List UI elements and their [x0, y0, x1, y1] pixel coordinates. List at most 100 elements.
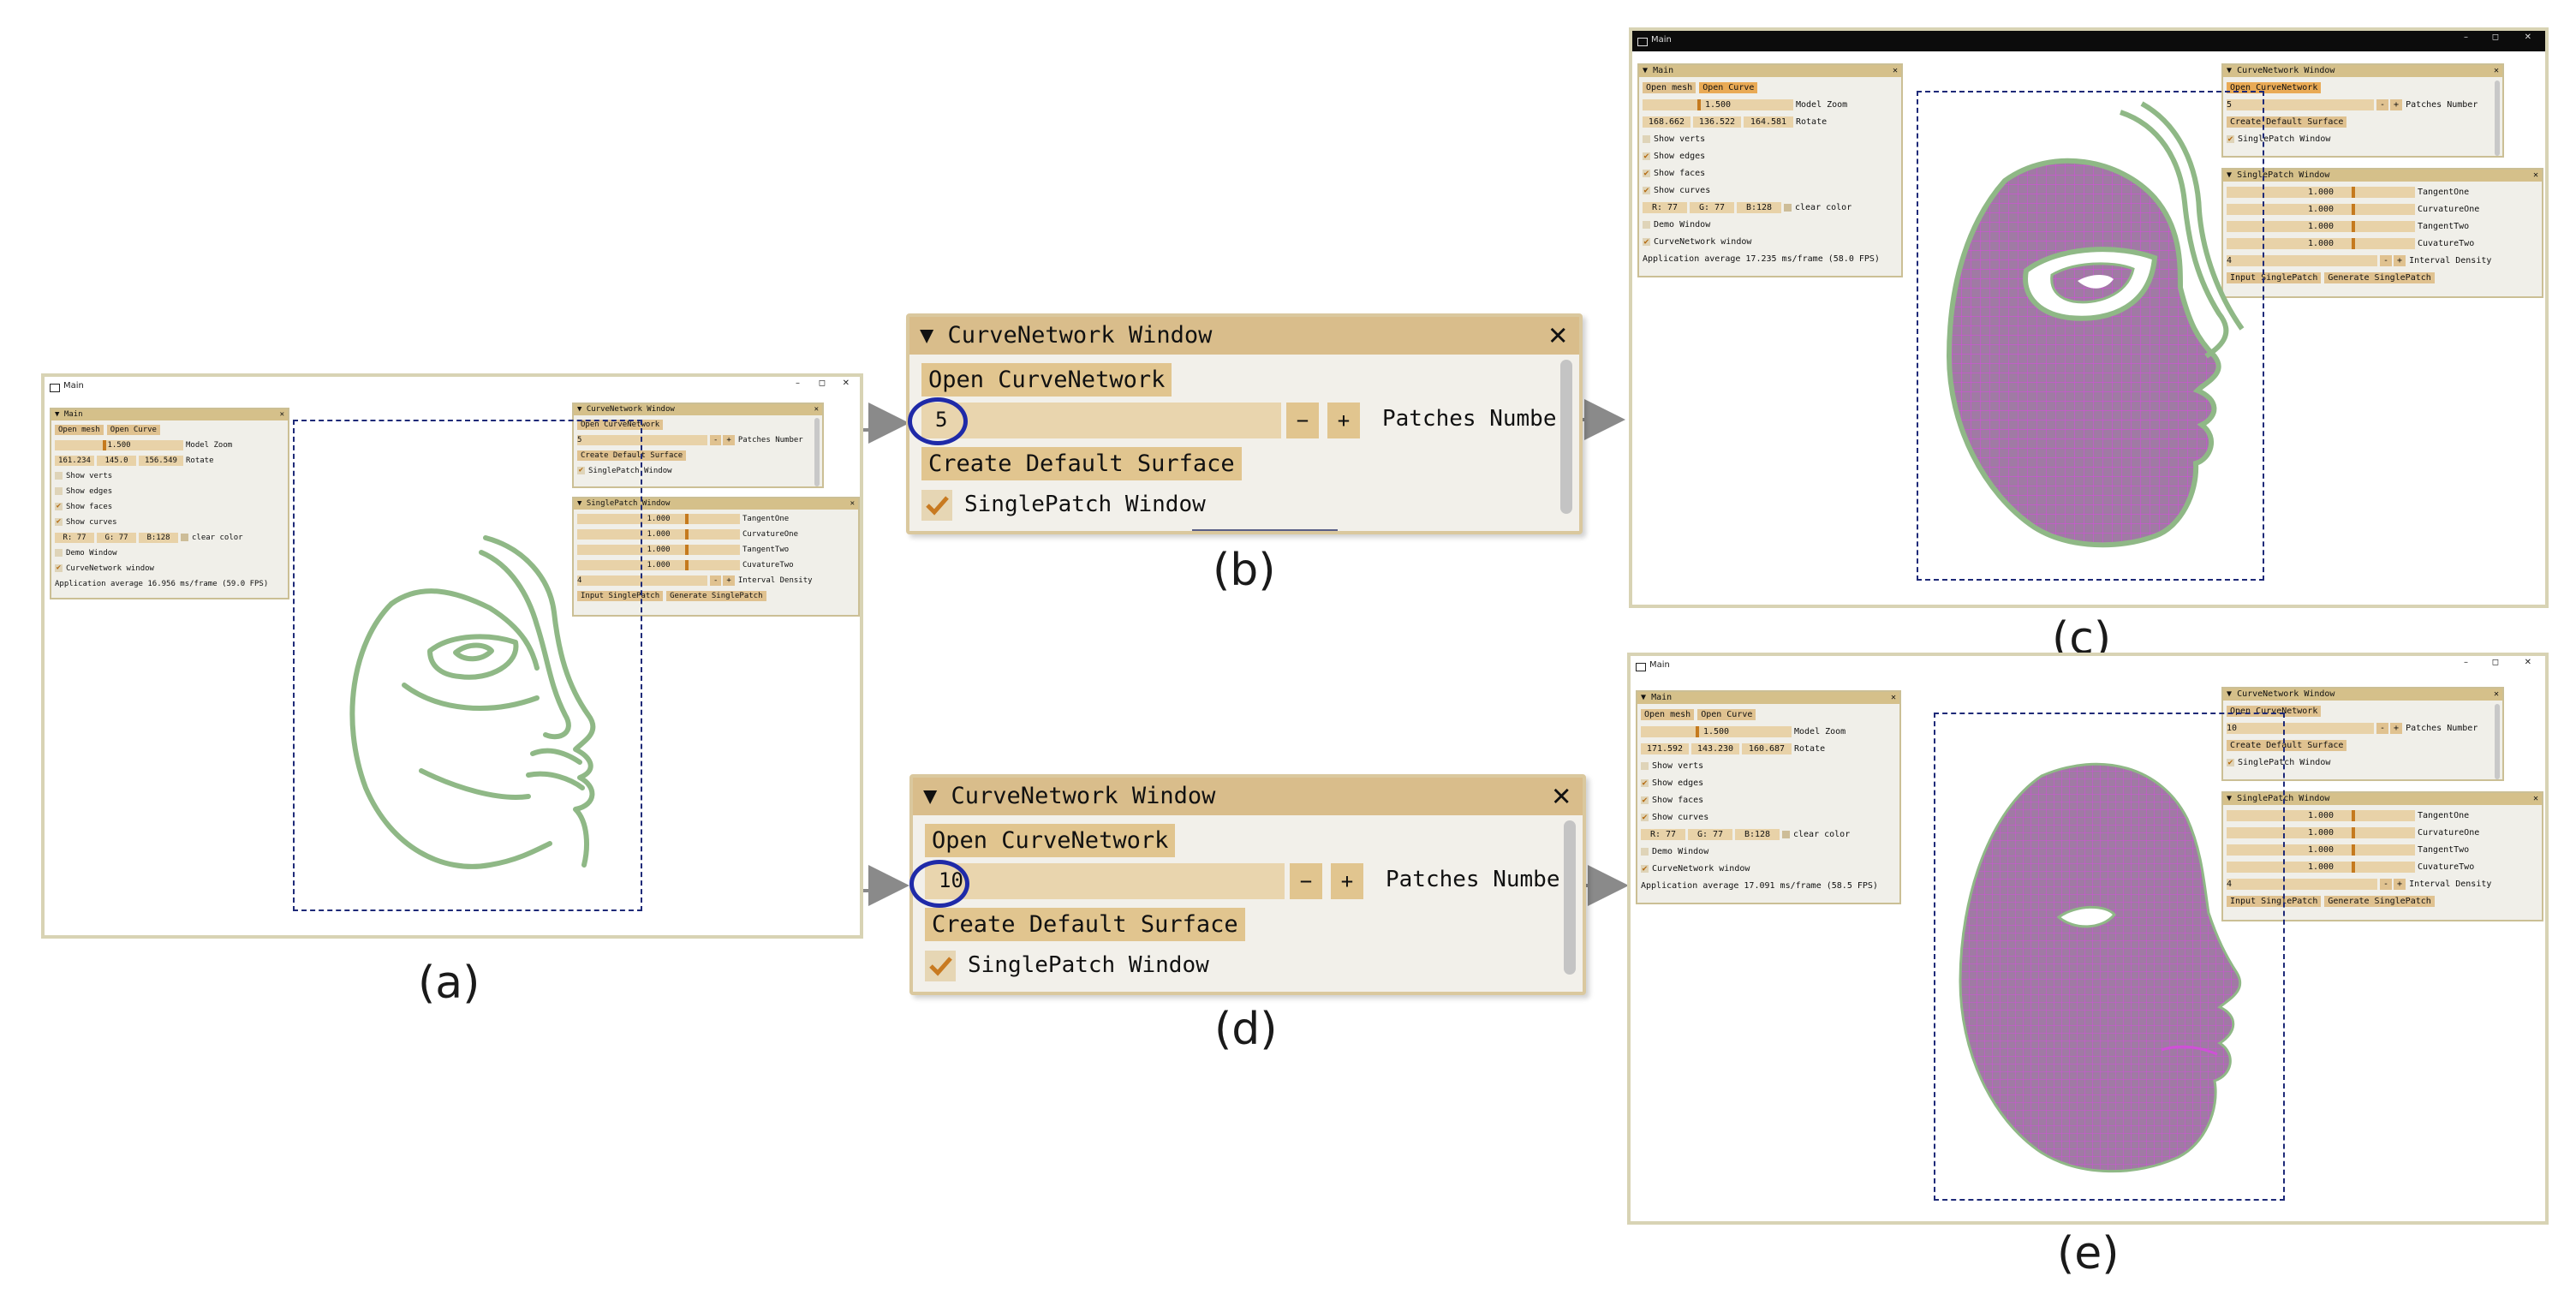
close-icon[interactable]: ✕: [1892, 66, 1898, 75]
show-edges-checkbox[interactable]: [55, 487, 63, 495]
rotate-y-field[interactable]: 145.0: [97, 456, 136, 466]
minimize-icon[interactable]: –: [2464, 33, 2468, 42]
minimize-icon[interactable]: –: [2464, 658, 2468, 667]
close-window-icon[interactable]: ✕: [2524, 33, 2531, 42]
collapse-icon[interactable]: ▼: [577, 499, 582, 508]
rotate-y-field[interactable]: 136.522: [1693, 116, 1741, 128]
open-mesh-button[interactable]: Open mesh: [1643, 82, 1696, 93]
maximize-icon[interactable]: ◻: [2491, 658, 2499, 667]
demo-window-checkbox[interactable]: [1641, 847, 1649, 856]
patches-number-input[interactable]: 5: [577, 435, 707, 445]
singlepatch-window-checkbox[interactable]: [925, 951, 956, 981]
show-faces-checkbox[interactable]: ✔: [1641, 795, 1649, 805]
close-window-icon[interactable]: ✕: [2524, 658, 2531, 667]
create-default-surface-button[interactable]: Create Default Surface: [921, 447, 1242, 480]
color-r-field[interactable]: R: 77: [55, 533, 94, 543]
interval-density-input[interactable]: 4: [577, 575, 707, 586]
create-default-surface-button[interactable]: Create Default Surface: [577, 450, 687, 461]
patches-number-input[interactable]: 10: [2227, 723, 2374, 734]
collapse-icon[interactable]: ▼: [55, 410, 60, 419]
curvenetwork-window-checkbox[interactable]: ✔: [1641, 863, 1649, 874]
patches-number-input[interactable]: 5: [921, 403, 1281, 438]
singlepatch-window-checkbox[interactable]: ✔: [577, 466, 585, 474]
rotate-x-field[interactable]: 161.234: [55, 456, 94, 466]
collapse-icon[interactable]: ▼: [577, 405, 582, 414]
density-minus-button[interactable]: -: [2380, 879, 2393, 890]
rotate-x-field[interactable]: 171.592: [1641, 743, 1689, 754]
collapse-icon[interactable]: ▼: [2227, 170, 2233, 180]
create-default-surface-button[interactable]: Create Default Surface: [2227, 740, 2347, 751]
density-plus-button[interactable]: +: [2394, 879, 2406, 890]
scrollbar[interactable]: [1560, 360, 1572, 514]
tangent-one-slider[interactable]: 1.000: [577, 514, 740, 524]
patches-minus-button[interactable]: -: [2376, 99, 2389, 110]
density-minus-button[interactable]: -: [2380, 255, 2393, 266]
close-icon[interactable]: ✕: [2493, 689, 2499, 699]
show-verts-checkbox[interactable]: [1641, 761, 1649, 770]
zoom-slider[interactable]: 1.500: [1641, 726, 1792, 737]
close-window-icon[interactable]: ✕: [842, 379, 850, 388]
interval-density-input[interactable]: 4: [2227, 255, 2377, 266]
create-default-surface-button[interactable]: Create Default Surface: [925, 908, 1245, 941]
singlepatch-window-checkbox[interactable]: ✔: [2227, 757, 2234, 767]
density-minus-button[interactable]: -: [710, 575, 722, 586]
open-mesh-button[interactable]: Open mesh: [55, 425, 104, 435]
minimize-icon[interactable]: –: [796, 379, 800, 388]
close-icon[interactable]: ✕: [1552, 778, 1571, 813]
close-icon[interactable]: ✕: [814, 405, 819, 414]
patches-minus-button[interactable]: -: [710, 435, 722, 445]
open-curve-button[interactable]: Open Curve: [1697, 709, 1756, 720]
scrollbar[interactable]: [2495, 81, 2500, 156]
patches-plus-button[interactable]: +: [2390, 723, 2403, 734]
collapse-icon[interactable]: ▼: [1643, 66, 1649, 75]
open-curvenetwork-button[interactable]: Open CurveNetwork: [925, 824, 1176, 857]
close-icon[interactable]: ✕: [2532, 794, 2538, 803]
tangent-two-slider[interactable]: 1.000: [2227, 221, 2415, 232]
open-curvenetwork-button[interactable]: Open CurveNetwork: [921, 363, 1172, 397]
demo-window-checkbox[interactable]: [1643, 220, 1650, 229]
open-curve-button[interactable]: Open Curve: [106, 425, 160, 435]
clear-color-swatch[interactable]: [1784, 203, 1792, 212]
tangent-one-slider[interactable]: 1.000: [2227, 187, 2415, 198]
interval-density-input[interactable]: 4: [2227, 879, 2377, 890]
close-icon[interactable]: ✕: [2532, 170, 2538, 180]
patches-number-input[interactable]: 10: [925, 863, 1285, 899]
show-verts-checkbox[interactable]: [55, 472, 63, 480]
patches-plus-button[interactable]: +: [2390, 99, 2403, 110]
generate-singlepatch-button[interactable]: Generate SinglePatch: [2324, 896, 2435, 907]
show-edges-checkbox[interactable]: ✔: [1641, 778, 1649, 788]
rotate-z-field[interactable]: 156.549: [139, 456, 183, 466]
show-faces-checkbox[interactable]: ✔: [55, 502, 63, 510]
patches-minus-button[interactable]: −: [1290, 863, 1322, 899]
show-verts-checkbox[interactable]: [1643, 134, 1650, 143]
rotate-x-field[interactable]: 168.662: [1643, 116, 1690, 128]
collapse-icon[interactable]: ▼: [2227, 66, 2233, 75]
open-curve-button[interactable]: Open Curve: [1699, 82, 1758, 93]
color-g-field[interactable]: G: 77: [1688, 829, 1732, 840]
clear-color-swatch[interactable]: [181, 534, 188, 541]
close-icon[interactable]: ✕: [1548, 317, 1567, 352]
color-b-field[interactable]: B:128: [1737, 202, 1781, 213]
curvature-one-slider[interactable]: 1.000: [2227, 204, 2415, 215]
curvature-two-slider[interactable]: 1.000: [2227, 238, 2415, 249]
rotate-z-field[interactable]: 164.581: [1744, 116, 1793, 128]
singlepatch-window-checkbox[interactable]: [921, 490, 952, 521]
horizontal-scrollbar[interactable]: [1192, 529, 1338, 531]
density-plus-button[interactable]: +: [2394, 255, 2406, 266]
generate-singlepatch-button[interactable]: Generate SinglePatch: [666, 591, 766, 601]
color-g-field[interactable]: G: 77: [1690, 202, 1734, 213]
show-curves-checkbox[interactable]: ✔: [1643, 185, 1650, 195]
open-curvenetwork-button[interactable]: Open CurveNetwork: [2227, 82, 2322, 93]
patches-plus-button[interactable]: +: [1327, 403, 1360, 438]
create-default-surface-button[interactable]: Create Default Surface: [2227, 116, 2347, 128]
curvenetwork-window-checkbox[interactable]: ✔: [55, 564, 63, 572]
curvature-one-slider[interactable]: 1.000: [577, 529, 740, 540]
show-faces-checkbox[interactable]: ✔: [1643, 168, 1650, 178]
collapse-icon[interactable]: ▼: [920, 322, 934, 349]
close-icon[interactable]: ✕: [850, 499, 855, 508]
zoom-slider[interactable]: 1.500: [1643, 99, 1793, 110]
patches-minus-button[interactable]: -: [2376, 723, 2389, 734]
collapse-icon[interactable]: ▼: [1641, 693, 1647, 702]
curvenetwork-window-checkbox[interactable]: ✔: [1643, 236, 1650, 247]
maximize-icon[interactable]: ◻: [818, 379, 826, 388]
